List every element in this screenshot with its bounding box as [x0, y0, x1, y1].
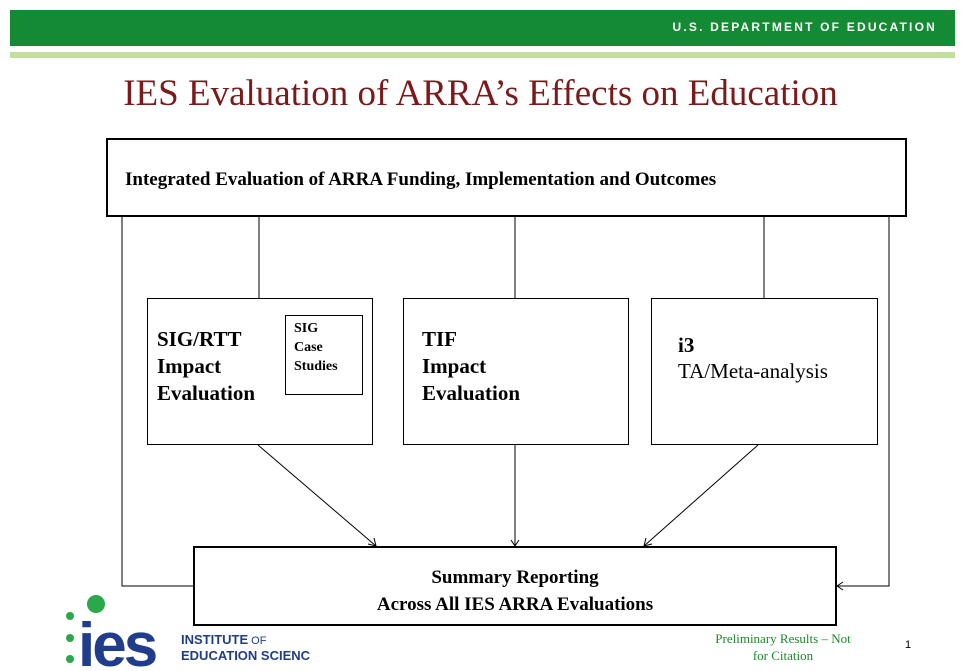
connector-i3-to-summary [643, 444, 759, 547]
i3-box: i3 TA/Meta-analysis [651, 298, 878, 445]
tif-line-3: Evaluation [422, 381, 521, 405]
header-bar: U.S. DEPARTMENT OF EDUCATION [10, 10, 955, 46]
sig-rtt-line-2: Impact [157, 354, 222, 378]
connector-right-loop [837, 217, 890, 587]
case-line-2: Case [294, 340, 323, 355]
arrowhead-right-loop [836, 581, 844, 591]
logo-dot-large [87, 595, 105, 613]
integrated-evaluation-label: Integrated Evaluation of ARRA Funding, I… [125, 169, 717, 190]
header-rule [10, 52, 955, 58]
i3-line-2: TA/Meta-analysis [678, 359, 828, 383]
tif-box: TIF Impact Evaluation [403, 298, 629, 445]
department-label: U.S. DEPARTMENT OF EDUCATION [672, 20, 937, 34]
connector-sig-to-summary [257, 444, 377, 547]
tif-line-1: TIF [422, 327, 458, 351]
logo-dot-small-2 [66, 634, 74, 642]
summary-line-2: Across All IES ARRA Evaluations [376, 594, 654, 615]
tif-title: TIF Impact Evaluation [422, 326, 520, 407]
page-number: 1 [905, 639, 912, 651]
sig-rtt-title: SIG/RTT Impact Evaluation [157, 326, 255, 407]
logo-of: OF [251, 635, 267, 647]
logo-wordmark: ies [78, 611, 156, 668]
logo-line-2: EDUCATION SCIENCES [181, 648, 310, 663]
integrated-evaluation-box: Integrated Evaluation of ARRA Funding, I… [106, 138, 907, 217]
summary-line-1: Summary Reporting [431, 567, 599, 588]
logo-institute: INSTITUTE [181, 632, 248, 647]
tif-line-2: Impact [422, 354, 487, 378]
sig-rtt-box: SIG/RTT Impact Evaluation SIG Case Studi… [147, 298, 373, 445]
logo-dot-small-1 [66, 612, 74, 620]
case-line-1: SIG [294, 321, 319, 336]
i3-title: i3 TA/Meta-analysis [678, 332, 828, 384]
sig-rtt-line-3: Evaluation [157, 381, 256, 405]
preliminary-note: Preliminary Results – Not for Citation [715, 631, 851, 663]
slide-title: IES Evaluation of ARRA’s Effects on Educ… [123, 73, 838, 114]
connector-left-loop [121, 217, 193, 587]
sig-case-studies-box: SIG Case Studies [285, 315, 363, 395]
case-line-3: Studies [294, 359, 338, 374]
logo-dot-small-3 [66, 655, 74, 663]
summary-reporting-box: Summary Reporting Across All IES ARRA Ev… [193, 546, 837, 626]
i3-line-1: i3 [678, 333, 695, 357]
sig-rtt-line-1: SIG/RTT [157, 327, 242, 351]
